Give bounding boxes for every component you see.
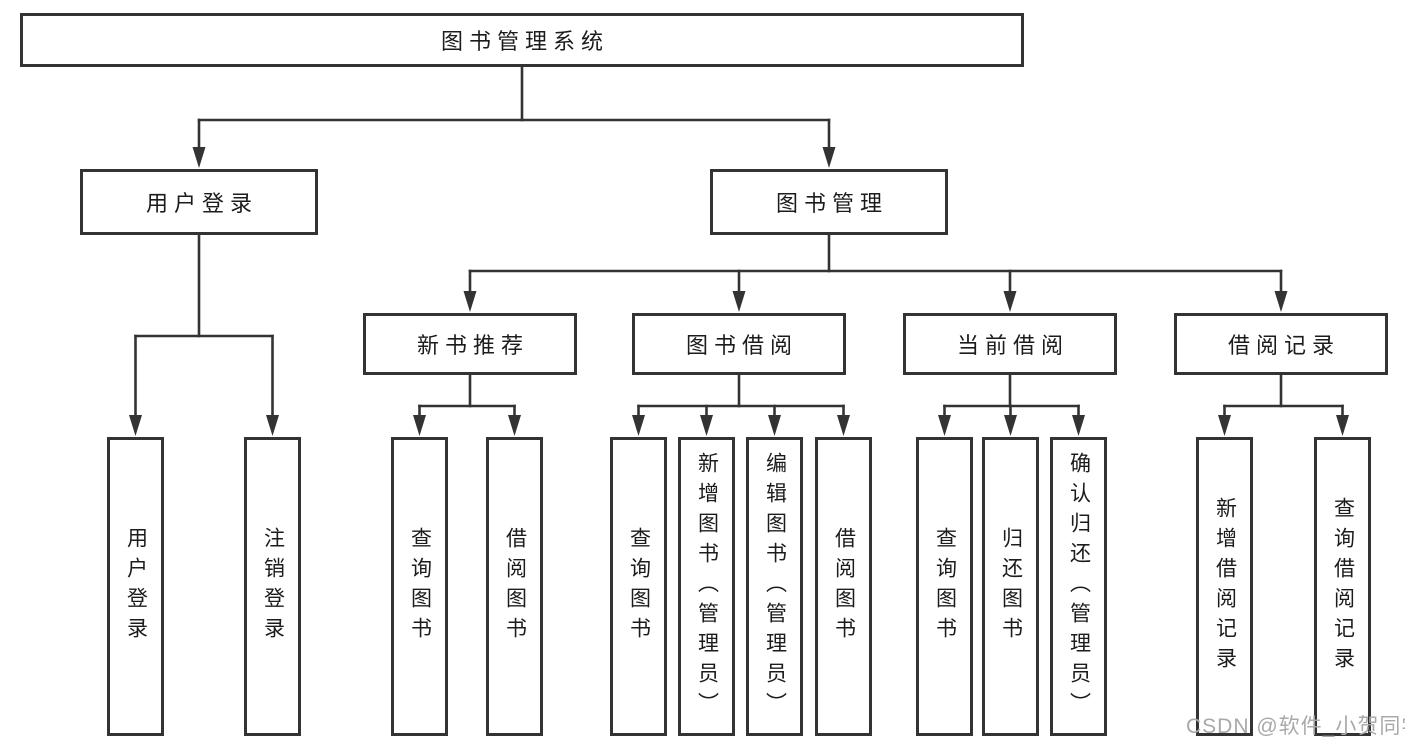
node-borrow-book-2: 借阅图书 — [815, 437, 872, 736]
node-label-borrow-records: 借阅记录 — [1227, 333, 1340, 358]
watermark-text: CSDN @软件_小贺同学 — [1186, 715, 1405, 738]
node-label-add-book: 新增图书（管理员） — [695, 451, 719, 722]
node-query-book-2: 查询图书 — [610, 437, 667, 736]
node-add-book: 新增图书（管理员） — [678, 437, 735, 736]
node-label-logout: 注销登录 — [261, 526, 285, 647]
node-label-root: 图书管理系统 — [440, 29, 609, 54]
node-label-query-book-1: 查询图书 — [408, 526, 432, 647]
node-return-book: 归还图书 — [982, 437, 1039, 736]
node-label-return-book: 归还图书 — [999, 526, 1023, 647]
node-borrow-records: 借阅记录 — [1174, 313, 1388, 375]
node-label-user-login-group: 用户登录 — [145, 191, 258, 216]
node-label-book-mgmt: 图书管理 — [775, 191, 888, 216]
node-user-login: 用户登录 — [107, 437, 164, 736]
node-root: 图书管理系统 — [20, 13, 1024, 67]
node-label-borrow-book-2: 借阅图书 — [832, 526, 856, 647]
node-label-query-borrow-record: 查询借阅记录 — [1331, 496, 1355, 677]
node-label-add-borrow-record: 新增借阅记录 — [1213, 496, 1237, 677]
node-label-book-borrow: 图书借阅 — [685, 333, 798, 358]
node-edit-book: 编辑图书（管理员） — [746, 437, 803, 736]
node-logout: 注销登录 — [244, 437, 301, 736]
node-user-login-group: 用户登录 — [80, 169, 318, 235]
node-confirm-return: 确认归还（管理员） — [1050, 437, 1107, 736]
node-label-borrow-book-1: 借阅图书 — [503, 526, 527, 647]
node-label-current-borrow: 当前借阅 — [956, 333, 1069, 358]
node-book-borrow: 图书借阅 — [632, 313, 846, 375]
node-query-book-3: 查询图书 — [916, 437, 973, 736]
node-label-edit-book: 编辑图书（管理员） — [763, 451, 787, 722]
node-label-query-book-2: 查询图书 — [627, 526, 651, 647]
node-add-borrow-record: 新增借阅记录 — [1196, 437, 1253, 736]
node-current-borrow: 当前借阅 — [903, 313, 1117, 375]
node-book-mgmt: 图书管理 — [710, 169, 948, 235]
node-label-query-book-3: 查询图书 — [933, 526, 957, 647]
node-label-new-book-rec: 新书推荐 — [416, 333, 529, 358]
node-new-book-rec: 新书推荐 — [363, 313, 577, 375]
node-borrow-book-1: 借阅图书 — [486, 437, 543, 736]
node-label-confirm-return: 确认归还（管理员） — [1067, 451, 1091, 722]
node-label-user-login: 用户登录 — [124, 526, 148, 647]
node-query-book-1: 查询图书 — [391, 437, 448, 736]
node-query-borrow-record: 查询借阅记录 — [1314, 437, 1371, 736]
